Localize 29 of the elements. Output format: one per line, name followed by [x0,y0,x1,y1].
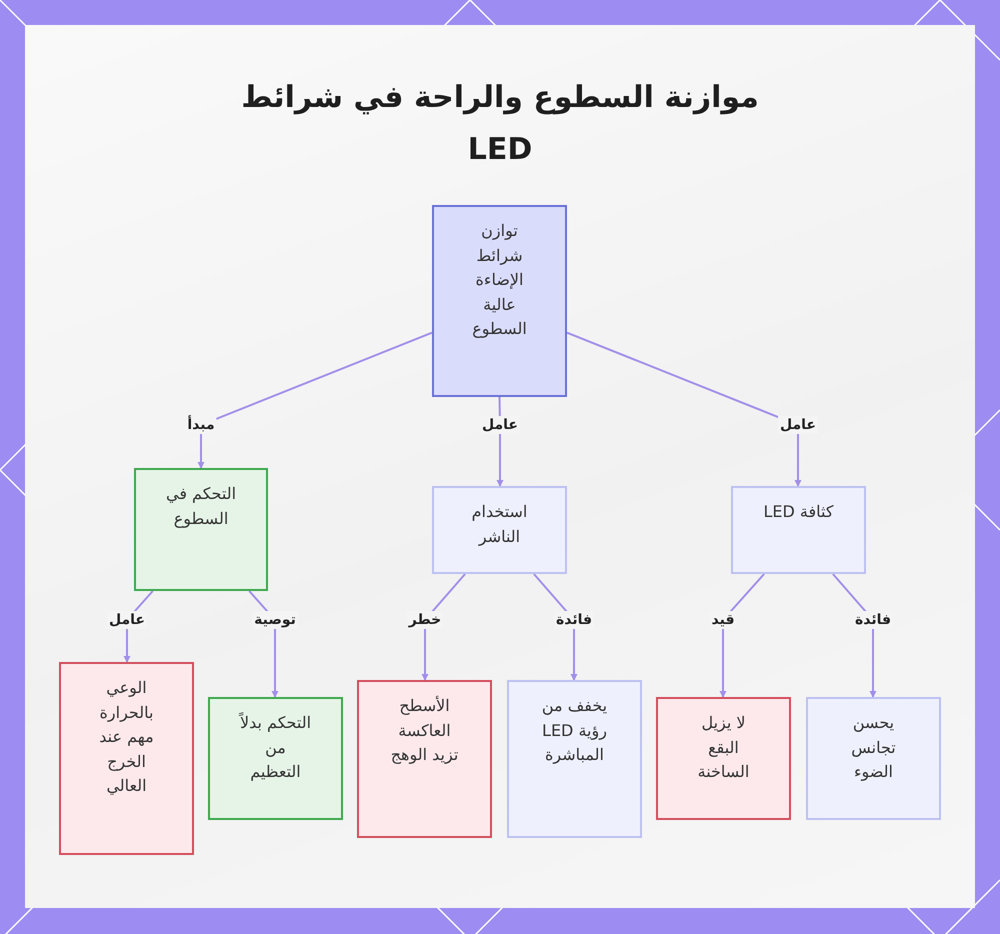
process-box [806,697,941,820]
box-label: التحكم في السطوع [164,483,238,530]
box-label: توازن شرائط الإضاءة عالية السطوع [471,220,528,340]
box-label: الوعي بالحرارة مهم عند الخرج العالي [98,677,155,797]
process-box [656,697,791,820]
arrow [198,332,432,469]
process-box [134,468,268,591]
box-label: يحسن تجانس الضوء [850,712,897,783]
process-box [507,680,642,838]
diagram-title: موازنة السطوع والراحة في شرائط LED [240,79,760,169]
edge-label: مبدأ [185,416,217,434]
box-label: لا يزيل البقع الساخنة [696,712,750,783]
process-box [357,680,492,838]
process-box [731,486,866,574]
edge-label: عامل [107,611,147,629]
process-box [432,486,567,574]
box-label: استخدام الناشر [470,501,528,548]
box-label: الأسطح العاكسة تزيد الوهج [390,694,460,766]
edge-label: عامل [480,416,520,434]
box-label: التحكم بدلاً من التعظيم [238,711,312,783]
box-label: كثافة LED [764,501,834,523]
edge-label: قيد [710,611,736,629]
arrow [566,332,802,487]
edge-label: عامل [778,416,818,434]
process-box [432,205,567,397]
process-box [59,662,194,855]
box-label: يخفف من رؤية LED المباشرة [540,695,608,766]
process-box [208,697,343,820]
edge-label: توصية [252,611,298,629]
